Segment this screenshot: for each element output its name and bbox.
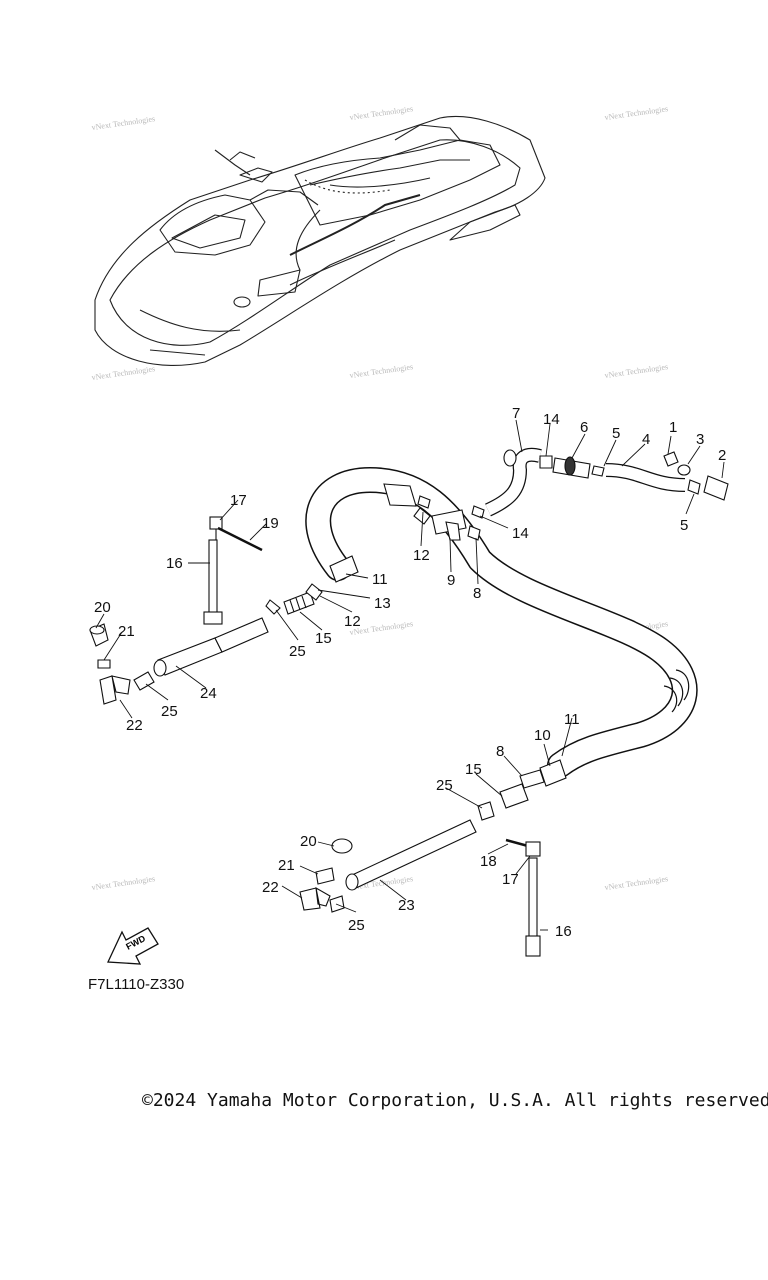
fitting-2-icon [703, 475, 729, 501]
watermark: vNext Technologies [604, 104, 669, 122]
callouts: 1 2 3 4 5 5 6 7 14 14 12 9 8 11 13 12 15… [94, 405, 726, 940]
hose-24-icon [157, 637, 223, 676]
fwd-arrow-icon: FWD [107, 927, 159, 965]
callout-8: 8 [473, 585, 481, 602]
watermark: vNext Technologies [349, 362, 414, 380]
joint-15-icon [283, 591, 315, 615]
callout-22: 22 [126, 717, 143, 734]
callout-17: 17 [230, 492, 247, 509]
callout-25: 25 [289, 643, 306, 660]
hose-end-10-icon [539, 759, 567, 787]
callout-25: 25 [436, 777, 453, 794]
callout-25: 25 [348, 917, 365, 934]
callout-20: 20 [300, 833, 317, 850]
lower-right-hose-assembly [299, 759, 567, 957]
watermark: vNext Technologies [604, 362, 669, 380]
callout-11: 11 [372, 571, 388, 588]
callout-12: 12 [344, 613, 361, 630]
callout-21: 21 [118, 623, 135, 640]
callout-13: 13 [374, 595, 391, 612]
drain-plug-20b-icon [331, 838, 353, 854]
callout-20: 20 [94, 599, 111, 616]
watercraft-illustration [94, 115, 546, 366]
callout-7: 7 [512, 405, 520, 422]
callout-24: 24 [200, 685, 217, 702]
callout-14: 14 [512, 525, 529, 542]
upper-right-fittings [413, 447, 729, 541]
callout-16: 16 [555, 923, 572, 940]
lower-left-hose-assembly [89, 516, 323, 705]
callout-15: 15 [465, 761, 482, 778]
callout-19: 19 [262, 515, 279, 532]
elbow-22b-icon [299, 886, 331, 911]
callout-3: 3 [696, 431, 704, 448]
callout-14: 14 [543, 411, 560, 428]
callout-15: 15 [315, 630, 332, 647]
drawing-code: F7L1110-Z330 [88, 976, 185, 993]
joint-15b-icon [499, 783, 529, 809]
callout-5: 5 [680, 517, 688, 534]
clamp-17b-icon [525, 841, 541, 857]
callout-2: 2 [718, 447, 726, 464]
cable-tie-16-icon [208, 539, 218, 621]
callout-16: 16 [166, 555, 183, 572]
watermark: vNext Technologies [349, 104, 414, 122]
elbow-22-icon [99, 675, 131, 705]
callout-10: 10 [534, 727, 551, 744]
leader-lines [95, 419, 725, 931]
washer-3-icon [677, 464, 691, 476]
callout-25: 25 [161, 703, 178, 720]
callout-23: 23 [398, 897, 415, 914]
callout-8: 8 [496, 743, 504, 760]
copyright-notice: ©2024 Yamaha Motor Corporation, U.S.A. A… [142, 1090, 768, 1111]
cable-tie-16b-icon [528, 857, 538, 939]
callout-6: 6 [580, 419, 588, 436]
callout-12: 12 [413, 547, 430, 564]
watermarks: vNext Technologies vNext Technologies vN… [91, 104, 669, 892]
callout-11: 11 [564, 711, 580, 728]
callout-5: 5 [612, 425, 620, 442]
nut-1-icon [663, 451, 679, 467]
callout-22: 22 [262, 879, 279, 896]
clamp-17-icon [209, 516, 223, 530]
main-loop-hose [305, 466, 698, 778]
callout-17: 17 [502, 871, 519, 888]
hose-23-icon [349, 819, 477, 889]
callout-18: 18 [480, 853, 497, 870]
watermark: vNext Technologies [91, 114, 156, 132]
watermark: vNext Technologies [91, 874, 156, 892]
parts-diagram: vNext Technologies vNext Technologies vN… [89, 104, 729, 965]
callout-21: 21 [278, 857, 295, 874]
callout-9: 9 [447, 572, 455, 589]
watermark: vNext Technologies [604, 874, 669, 892]
watermark: vNext Technologies [91, 364, 156, 382]
callout-4: 4 [642, 431, 650, 448]
callout-1: 1 [669, 419, 677, 436]
